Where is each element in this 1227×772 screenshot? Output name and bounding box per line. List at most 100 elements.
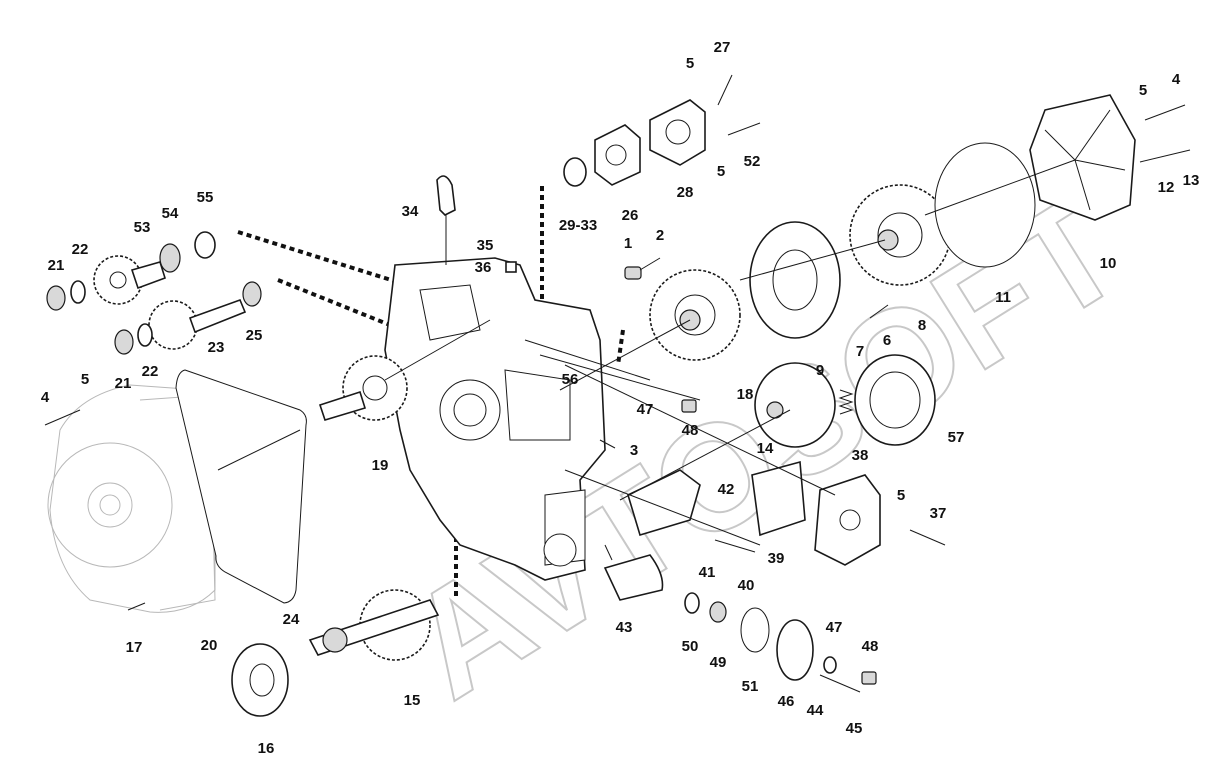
- pin-1: [624, 266, 642, 280]
- callout-17: 17: [126, 639, 143, 656]
- plug-48a: [681, 399, 697, 413]
- callout-5e: 5: [897, 487, 905, 504]
- gear-23: [148, 298, 247, 350]
- bearing-54: [159, 243, 181, 273]
- callout-35: 35: [477, 237, 494, 254]
- callout-2: 2: [656, 227, 664, 244]
- callout-6: 6: [883, 332, 891, 349]
- valve-block-38: [814, 474, 881, 566]
- cover-10: [1029, 94, 1136, 221]
- plug-48b: [861, 671, 877, 685]
- bolts: [44, 74, 1191, 693]
- callout-29-33: 29-33: [559, 217, 597, 234]
- callout-4b: 4: [1172, 71, 1181, 88]
- callout-54: 54: [162, 205, 179, 222]
- callout-48b: 48: [862, 638, 879, 655]
- callout-28: 28: [677, 184, 694, 201]
- callout-20: 20: [201, 637, 218, 654]
- callout-38: 38: [852, 447, 869, 464]
- bearing-21a: [46, 285, 66, 311]
- callout-5d: 5: [1139, 82, 1147, 99]
- gasket-51: [740, 607, 770, 653]
- gear-15: [308, 589, 440, 661]
- housing-57: [854, 354, 936, 446]
- cover-46: [776, 619, 814, 681]
- washer-49: [709, 601, 727, 623]
- leader-lines: [217, 159, 1076, 561]
- callout-9: 9: [816, 362, 824, 379]
- callout-27: 27: [714, 39, 731, 56]
- callout-23: 23: [208, 339, 225, 356]
- callout-56: 56: [562, 371, 579, 388]
- callout-43: 43: [616, 619, 633, 636]
- spring-57: [838, 389, 854, 415]
- callout-37: 37: [930, 505, 947, 522]
- gear-19: [318, 355, 408, 421]
- plate-39: [751, 460, 806, 537]
- callout-49: 49: [710, 654, 727, 671]
- callout-47b: 47: [826, 619, 843, 636]
- callout-5a: 5: [686, 55, 694, 72]
- o-ring-29-33: [563, 157, 587, 187]
- bearing-21b: [114, 329, 134, 355]
- callout-45: 45: [846, 720, 863, 737]
- gasket-11: [934, 142, 1036, 268]
- callout-18: 18: [737, 386, 754, 403]
- callout-10: 10: [1100, 255, 1117, 272]
- ring-50: [684, 592, 700, 614]
- callout-42: 42: [718, 481, 735, 498]
- callout-39: 39: [768, 550, 785, 567]
- cover-28: [649, 99, 706, 166]
- callout-16: 16: [258, 740, 275, 757]
- callout-44: 44: [807, 702, 824, 719]
- gear-8: [849, 184, 951, 286]
- lifting-eye-34: [436, 175, 456, 265]
- callout-24: 24: [283, 611, 300, 628]
- ring-22a: [70, 280, 86, 304]
- callout-22a: 22: [72, 241, 89, 258]
- callout-4a: 4: [41, 389, 50, 406]
- callout-21b: 21: [115, 375, 132, 392]
- callout-5c: 5: [81, 371, 89, 388]
- cover-42: [627, 469, 701, 536]
- gasket-26: [594, 124, 641, 186]
- plug-36: [505, 261, 517, 273]
- ring-22b: [137, 323, 153, 347]
- seal-55: [194, 231, 216, 259]
- callout-21a: 21: [48, 257, 65, 274]
- callout-41: 41: [699, 564, 716, 581]
- callout-1: 1: [624, 235, 632, 252]
- callout-3: 3: [630, 442, 638, 459]
- callout-46: 46: [778, 693, 795, 710]
- main-housing: [384, 257, 606, 581]
- callout-34: 34: [402, 203, 419, 220]
- callout-8: 8: [918, 317, 926, 334]
- callout-36: 36: [475, 259, 492, 276]
- bearing-25: [242, 281, 262, 307]
- callout-51: 51: [742, 678, 759, 695]
- gear-18: [649, 269, 741, 361]
- callout-50: 50: [682, 638, 699, 655]
- callout-40: 40: [738, 577, 755, 594]
- callout-52: 52: [744, 153, 761, 170]
- callout-13: 13: [1183, 172, 1200, 189]
- gear-53: [93, 255, 166, 305]
- callout-25: 25: [246, 327, 263, 344]
- shell-43: [603, 554, 664, 601]
- callout-47a: 47: [637, 401, 654, 418]
- disc-14: [754, 362, 836, 448]
- callout-15: 15: [404, 692, 421, 709]
- gasket-24: [175, 369, 307, 604]
- callout-48a: 48: [682, 422, 699, 439]
- flange-16: [231, 643, 289, 717]
- callout-7: 7: [856, 343, 864, 360]
- callout-14: 14: [757, 440, 774, 457]
- callout-5b: 5: [717, 163, 725, 180]
- callout-53: 53: [134, 219, 151, 236]
- callout-26: 26: [622, 207, 639, 224]
- callout-22b: 22: [142, 363, 159, 380]
- callout-11: 11: [995, 289, 1011, 306]
- callout-57: 57: [948, 429, 965, 446]
